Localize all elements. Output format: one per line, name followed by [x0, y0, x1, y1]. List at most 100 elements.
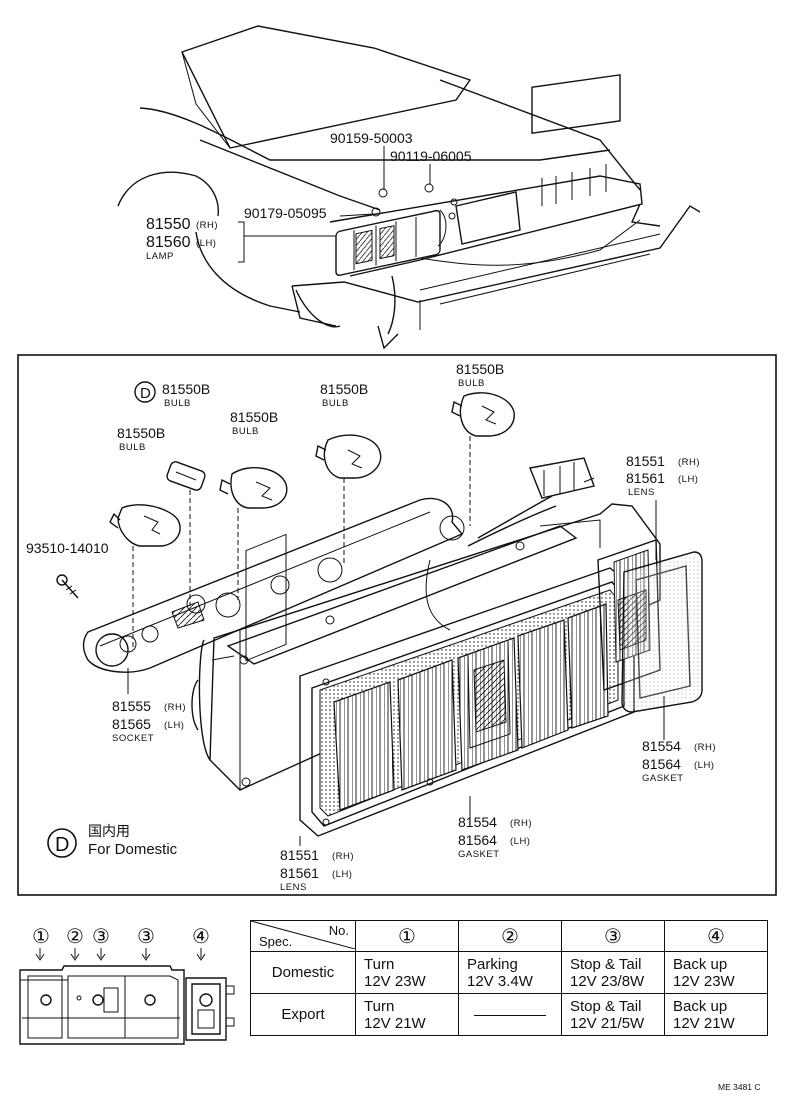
callout-lamp-rh-side: (RH) — [196, 220, 218, 231]
not-applicable-dash — [474, 1014, 546, 1016]
callout-lens-r-lh-side: (LH) — [678, 474, 698, 485]
callout-socket-word: SOCKET — [112, 733, 154, 744]
col-header-2: ② — [458, 920, 562, 952]
row-label-export: Export — [250, 993, 356, 1036]
callout-bulb-3-word: BULB — [322, 398, 349, 409]
callout-bulb-1-word: BULB — [119, 442, 146, 453]
bulb-3 — [315, 434, 382, 479]
legend-d-mark: D — [55, 834, 69, 856]
callout-socket-rh: 81555 — [112, 698, 151, 714]
corner-diagonal — [251, 921, 355, 949]
legend-english: For Domestic — [88, 841, 178, 858]
row-label-domestic: Domestic — [250, 951, 356, 994]
spec-table-corner: Spec. No. — [250, 920, 356, 952]
spec-cell-line2: 12V 3.4W — [467, 972, 533, 990]
callout-gasket-b-lh: 81564 — [458, 832, 497, 848]
position-3b-label: ③ — [137, 926, 155, 948]
callout-lens-b-rh: 81551 — [280, 847, 319, 863]
callout-lens-r-word: LENS — [628, 487, 655, 498]
callout-lens-r-rh-side: (RH) — [678, 457, 700, 468]
spec-cell-line1: Stop & Tail — [570, 997, 642, 1015]
spec-cell-line1: Back up — [673, 997, 728, 1015]
callout-bulb-parking-word: BULB — [164, 398, 191, 409]
callout-gasket-b-rh-side: (RH) — [510, 818, 532, 829]
callout-lens-r-rh: 81551 — [626, 453, 665, 469]
bulb-wedge — [166, 461, 206, 491]
domestic-marker: D — [140, 385, 151, 402]
legend-d-circle — [47, 828, 77, 858]
car-rear-illustration — [117, 25, 701, 350]
callout-socket-lh-side: (LH) — [164, 720, 184, 731]
callout-bulb-4-word: BULB — [458, 378, 485, 389]
corner-no-label: No. — [328, 923, 349, 938]
callout-gasket-b-rh: 81554 — [458, 814, 497, 830]
callout-bulb-3: 81550B — [320, 381, 368, 397]
callout-gasket-b-word: GASKET — [458, 849, 500, 860]
callout-lens-b-rh-side: (RH) — [332, 851, 354, 862]
spec-cell-line1: Stop & Tail — [570, 955, 642, 973]
spec-table-header-row: Spec. No. ① ② ③ ④ — [250, 920, 768, 952]
callout-lens-r-lh: 81561 — [626, 470, 665, 486]
callout-bulb-parking: 81550B — [162, 381, 210, 397]
bulb-4 — [451, 392, 515, 437]
callout-bulb-2: 81550B — [230, 409, 278, 425]
callout-90179-05095: 90179-05095 — [244, 205, 327, 221]
col-header-1: ① — [355, 920, 459, 952]
callout-lamp-word: LAMP — [146, 251, 174, 262]
callout-lens-b-lh-side: (LH) — [332, 869, 352, 880]
callout-socket-rh-side: (RH) — [164, 702, 186, 713]
corner-spec-label: Spec. — [259, 934, 293, 949]
spec-cell-empty — [458, 993, 562, 1036]
spec-cell-line2: 12V 23/8W — [570, 972, 645, 990]
spec-cell-line2: 12V 23W — [673, 972, 735, 990]
position-4-label: ④ — [192, 926, 210, 948]
callout-gasket-r-rh: 81554 — [642, 738, 681, 754]
footer-code: ME 3481 C — [718, 1082, 761, 1092]
position-2-label: ② — [66, 926, 84, 948]
callout-lamp-lh-side: (LH) — [196, 238, 216, 249]
spec-cell-line1: Back up — [673, 955, 728, 973]
spec-cell-line2: 12V 21W — [673, 1014, 735, 1032]
callout-gasket-r-rh-side: (RH) — [694, 742, 716, 753]
callout-screw: 93510-14010 — [26, 540, 109, 556]
callout-bulb-1: 81550B — [117, 425, 165, 441]
screw — [56, 574, 79, 599]
callout-gasket-r-lh-side: (LH) — [694, 760, 714, 771]
callout-lamp-lh: 81560 — [146, 234, 191, 251]
callout-bulb-2-word: BULB — [232, 426, 259, 437]
spec-cell-line2: 12V 21/5W — [570, 1014, 645, 1032]
callout-bulb-4: 81550B — [456, 361, 504, 377]
spec-cell-line1: Turn — [364, 997, 395, 1015]
bulb-2 — [219, 467, 288, 509]
spec-cell-line2: 12V 21W — [364, 1014, 426, 1032]
position-3-label: ③ — [92, 926, 110, 948]
callout-socket-lh: 81565 — [112, 716, 151, 732]
domestic-marker-circle — [134, 381, 156, 403]
callout-gasket-b-lh-side: (LH) — [510, 836, 530, 847]
col-header-3: ③ — [561, 920, 665, 952]
spec-cell-line1: Turn — [364, 955, 395, 973]
spec-cell-line1: Parking — [467, 955, 518, 973]
callout-lens-b-lh: 81561 — [280, 865, 319, 881]
callout-gasket-r-lh: 81564 — [642, 756, 681, 772]
callout-90159-50003: 90159-50003 — [330, 130, 413, 146]
bulb-1 — [109, 504, 181, 547]
callout-lens-b-word: LENS — [280, 882, 307, 893]
spec-cell-line2: 12V 23W — [364, 972, 426, 990]
position-1-label: ① — [32, 926, 50, 948]
legend-japanese: 国内用 — [88, 824, 130, 840]
col-header-4: ④ — [664, 920, 768, 952]
callout-lamp-rh: 81550 — [146, 216, 191, 233]
callout-gasket-r-word: GASKET — [642, 773, 684, 784]
